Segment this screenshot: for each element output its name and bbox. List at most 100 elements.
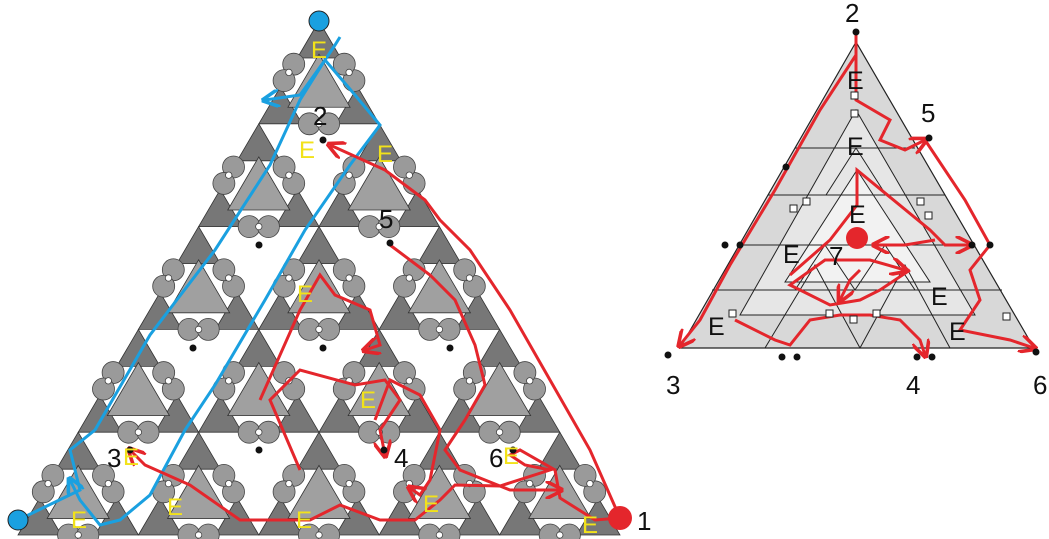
corner-tile [356, 328, 402, 367]
start-dot-blue-top [308, 10, 330, 32]
junction [195, 325, 203, 333]
junction [74, 531, 82, 539]
left-exit-markers: E E E E E E E E E E E E [71, 37, 598, 539]
right-red-path-8 [840, 268, 862, 300]
junction [164, 274, 173, 282]
junction [405, 274, 413, 282]
junction [435, 531, 443, 539]
junction [345, 68, 353, 77]
right-door-squares [728, 91, 1011, 324]
junction [104, 377, 112, 385]
right-red-path-7 [875, 240, 936, 245]
right-red-path-3 [923, 139, 1034, 348]
inner-triangle [784, 169, 931, 283]
corner-tile [55, 431, 101, 470]
junction [405, 377, 413, 385]
red-path-6 [373, 377, 442, 495]
start-dot-red [608, 506, 632, 530]
left-node-dots [126, 136, 517, 454]
right-label-6: 6 [1033, 370, 1047, 400]
exit-marker: E [847, 133, 864, 161]
right-maze: 2 3 4 5 6 7 E E E E E E E [664, 0, 1047, 400]
junction [225, 274, 233, 282]
left-node-circles [31, 52, 607, 539]
junction [586, 479, 594, 488]
exit-marker: E [783, 241, 800, 269]
junction [435, 325, 443, 333]
junction [315, 531, 323, 539]
inner-tile [106, 361, 171, 417]
junction [285, 171, 293, 179]
red-path-2 [330, 145, 622, 519]
left-label-2: 2 [313, 101, 327, 131]
junction [315, 120, 323, 128]
right-label-7: 7 [829, 241, 843, 271]
blue-path [17, 59, 327, 522]
corner-tile [296, 431, 342, 470]
junction [345, 479, 353, 488]
center-dot-7 [846, 227, 868, 249]
junction [345, 171, 353, 179]
junction [225, 171, 233, 179]
junction [285, 274, 293, 282]
exit-marker: E [931, 283, 948, 311]
right-node-dots [664, 28, 1040, 361]
inner-tile [347, 156, 411, 211]
exit-marker: E [949, 318, 966, 346]
junction [225, 377, 233, 385]
junction [556, 531, 564, 539]
junction [465, 274, 474, 282]
exit-marker: E [847, 67, 864, 95]
junction [255, 223, 263, 231]
junction [405, 479, 413, 488]
red-path [130, 450, 621, 522]
red-path-5 [268, 368, 402, 471]
left-label-5: 5 [379, 204, 393, 234]
corner-tile [176, 431, 221, 470]
junction [526, 479, 534, 488]
red-path-3 [389, 243, 560, 490]
inner-tile [287, 258, 351, 314]
inner-tile [287, 464, 351, 519]
corner-tile [116, 328, 161, 367]
exit-marker: E [377, 141, 393, 168]
junction [345, 274, 353, 282]
inner-tile [166, 258, 231, 314]
left-label-3: 3 [107, 443, 121, 473]
junction [195, 531, 203, 539]
junction [225, 479, 233, 488]
exit-marker: E [299, 137, 315, 164]
junction [44, 479, 52, 488]
right-red-path-4 [734, 313, 925, 355]
junction [255, 428, 263, 436]
exit-marker: E [423, 491, 439, 518]
exit-marker: E [503, 443, 519, 470]
junction [285, 68, 293, 77]
exit-marker: E [71, 507, 87, 534]
junction [405, 171, 413, 179]
junction [164, 479, 173, 488]
right-label-4: 4 [906, 370, 920, 400]
left-label-6: 6 [489, 443, 503, 473]
exit-marker: E [297, 281, 313, 308]
exit-marker: E [582, 512, 598, 539]
junction [285, 479, 293, 488]
exit-marker: E [708, 313, 725, 341]
junction [495, 428, 504, 436]
corner-tile [477, 328, 522, 367]
junction [315, 325, 323, 333]
exit-marker: E [167, 494, 183, 521]
red-path-4 [258, 272, 382, 401]
corner-tile [417, 225, 462, 265]
left-maze: 1 2 3 4 5 6 E E E E E E E E E E E E [7, 10, 651, 539]
exit-marker: E [849, 201, 866, 229]
junction [104, 479, 112, 488]
right-exit-markers: E E E E E E E [708, 67, 966, 346]
inner-tile [347, 361, 411, 417]
junction [164, 377, 173, 385]
exit-marker: E [123, 444, 139, 471]
left-label-1: 1 [637, 506, 651, 536]
exit-marker: E [296, 507, 312, 534]
inner-tile [227, 361, 291, 417]
